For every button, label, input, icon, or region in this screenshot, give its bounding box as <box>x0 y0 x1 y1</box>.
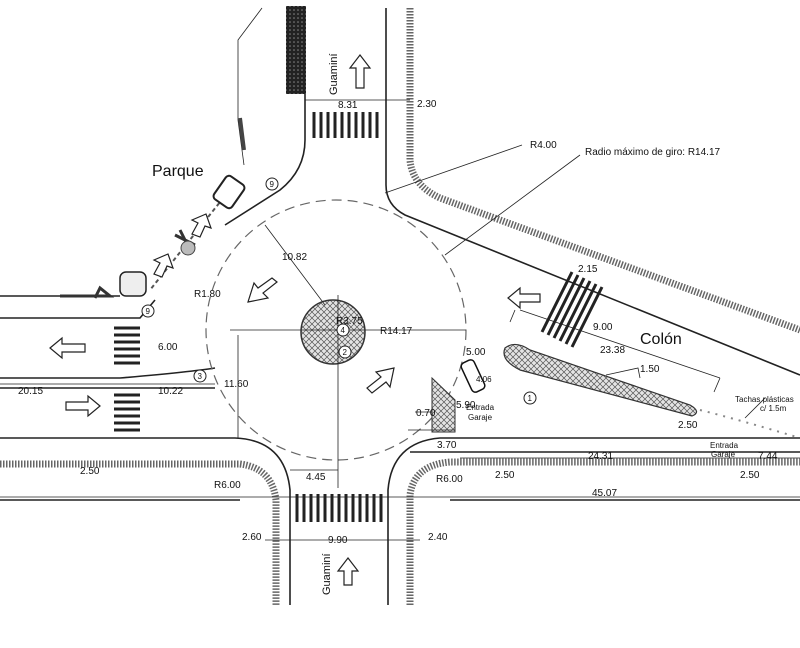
park-structure-top <box>212 174 246 210</box>
dim-r3-75: R3.75 <box>336 316 363 327</box>
arrows <box>49 54 541 586</box>
dim-4-06: 4.06 <box>476 375 492 384</box>
dim-23-38: 23.38 <box>600 345 625 356</box>
dim-2-30: 2.30 <box>417 99 437 110</box>
dim-2-50-c: 2.50 <box>678 420 698 431</box>
marker-9b: 9 <box>146 307 151 316</box>
marker-1: 1 <box>528 394 533 403</box>
park-structure-bottom <box>119 271 147 297</box>
street-guamini-bottom: Guaminí <box>321 553 333 595</box>
arrow-park-2 <box>152 253 174 278</box>
label-entrada-1a: Entrada <box>466 403 495 412</box>
marker-2: 2 <box>343 348 348 357</box>
arrow-left-colon <box>507 286 541 310</box>
arrow-left-road1 <box>49 336 86 360</box>
marker-group <box>141 177 537 405</box>
car-icon <box>460 359 486 393</box>
dark-strip <box>286 6 306 94</box>
road-edges <box>0 8 800 605</box>
dim-2-15: 2.15 <box>578 264 598 275</box>
label-colon: Colón <box>640 331 682 348</box>
crosswalk-bottom <box>295 494 383 522</box>
park-wall <box>238 117 246 151</box>
dim-1-50-line <box>605 367 641 379</box>
dim-1-50: 1.50 <box>640 364 660 375</box>
dimension-lines <box>0 99 800 541</box>
dim-45-07: 45.07 <box>592 488 617 499</box>
dim-4-45: 4.45 <box>306 472 326 483</box>
park-fence <box>60 285 115 299</box>
dim-r4-00: R4.00 <box>530 140 557 151</box>
dim-r14-17: R14.17 <box>380 326 413 337</box>
arrow-up-top <box>348 54 372 89</box>
marker-9a: 9 <box>270 180 275 189</box>
marker-4: 4 <box>341 326 346 335</box>
colon-island <box>503 343 698 417</box>
dim-6-00: 6.00 <box>158 342 178 353</box>
label-entrada-2a: Entrada <box>710 441 739 450</box>
park-lamp <box>180 240 196 256</box>
tachas-line <box>699 409 800 439</box>
dim-2-50-d: 2.50 <box>80 466 100 477</box>
arrow-park-1 <box>190 213 212 238</box>
dim-10-22: 10.22 <box>158 386 183 397</box>
dim-2-60: 2.60 <box>242 532 262 543</box>
dim-9-90: 9.90 <box>328 535 348 546</box>
park-boundary <box>237 7 263 166</box>
dim-20-15: 20.15 <box>18 386 43 397</box>
label-tachas-a: Tachas plásticas <box>735 395 794 404</box>
dim-5-00: 5.00 <box>466 347 486 358</box>
arrow-ne <box>366 367 395 394</box>
dim-2-40: 2.40 <box>428 532 448 543</box>
dim-8-31: 8.31 <box>338 100 358 111</box>
label-tachas-b: c/ 1.5m <box>760 404 787 413</box>
central-island <box>300 299 366 365</box>
crosswalk-left <box>114 326 140 432</box>
street-guamini-top: Guaminí <box>328 53 340 95</box>
dim-10-82-line <box>264 224 326 306</box>
dim-2-50-a: 2.50 <box>495 470 515 481</box>
crosswalk-top <box>312 112 379 138</box>
dim-11-60: 11.60 <box>224 379 249 390</box>
dim-9-00: 9.00 <box>593 322 613 333</box>
dim-2-50-b: 2.50 <box>740 470 760 481</box>
label-parque: Parque <box>152 163 204 180</box>
dim-r1-80: R1.80 <box>194 289 221 300</box>
label-entrada-1b: Garaje <box>468 413 493 422</box>
dim-5-90: 5.90 <box>456 400 476 411</box>
label-radio-giro: Radio máximo de giro: R14.17 <box>585 147 721 158</box>
dim-3-70: 3.70 <box>437 440 457 451</box>
corner-hatch <box>431 376 456 433</box>
dim-23-38-line <box>509 309 721 393</box>
dim-0-70: 0.70 <box>416 408 436 419</box>
dim-10-82: 10.82 <box>282 252 307 263</box>
tachas-leader <box>744 397 766 419</box>
radius-leader <box>444 154 581 256</box>
crosswalk-right <box>540 271 604 348</box>
dim-7-44: 7.44 <box>758 451 778 462</box>
arrow-right-road2 <box>65 394 101 418</box>
arrow-up-bottom <box>336 557 360 586</box>
label-entrada-2b: Garaje <box>711 450 736 459</box>
dim-r6-00-b: R6.00 <box>436 474 463 485</box>
marker-3: 3 <box>198 372 203 381</box>
arrow-sw <box>247 277 278 303</box>
dim-r6-00-a: R6.00 <box>214 480 241 491</box>
dim-24-31: 24.31 <box>588 451 613 462</box>
